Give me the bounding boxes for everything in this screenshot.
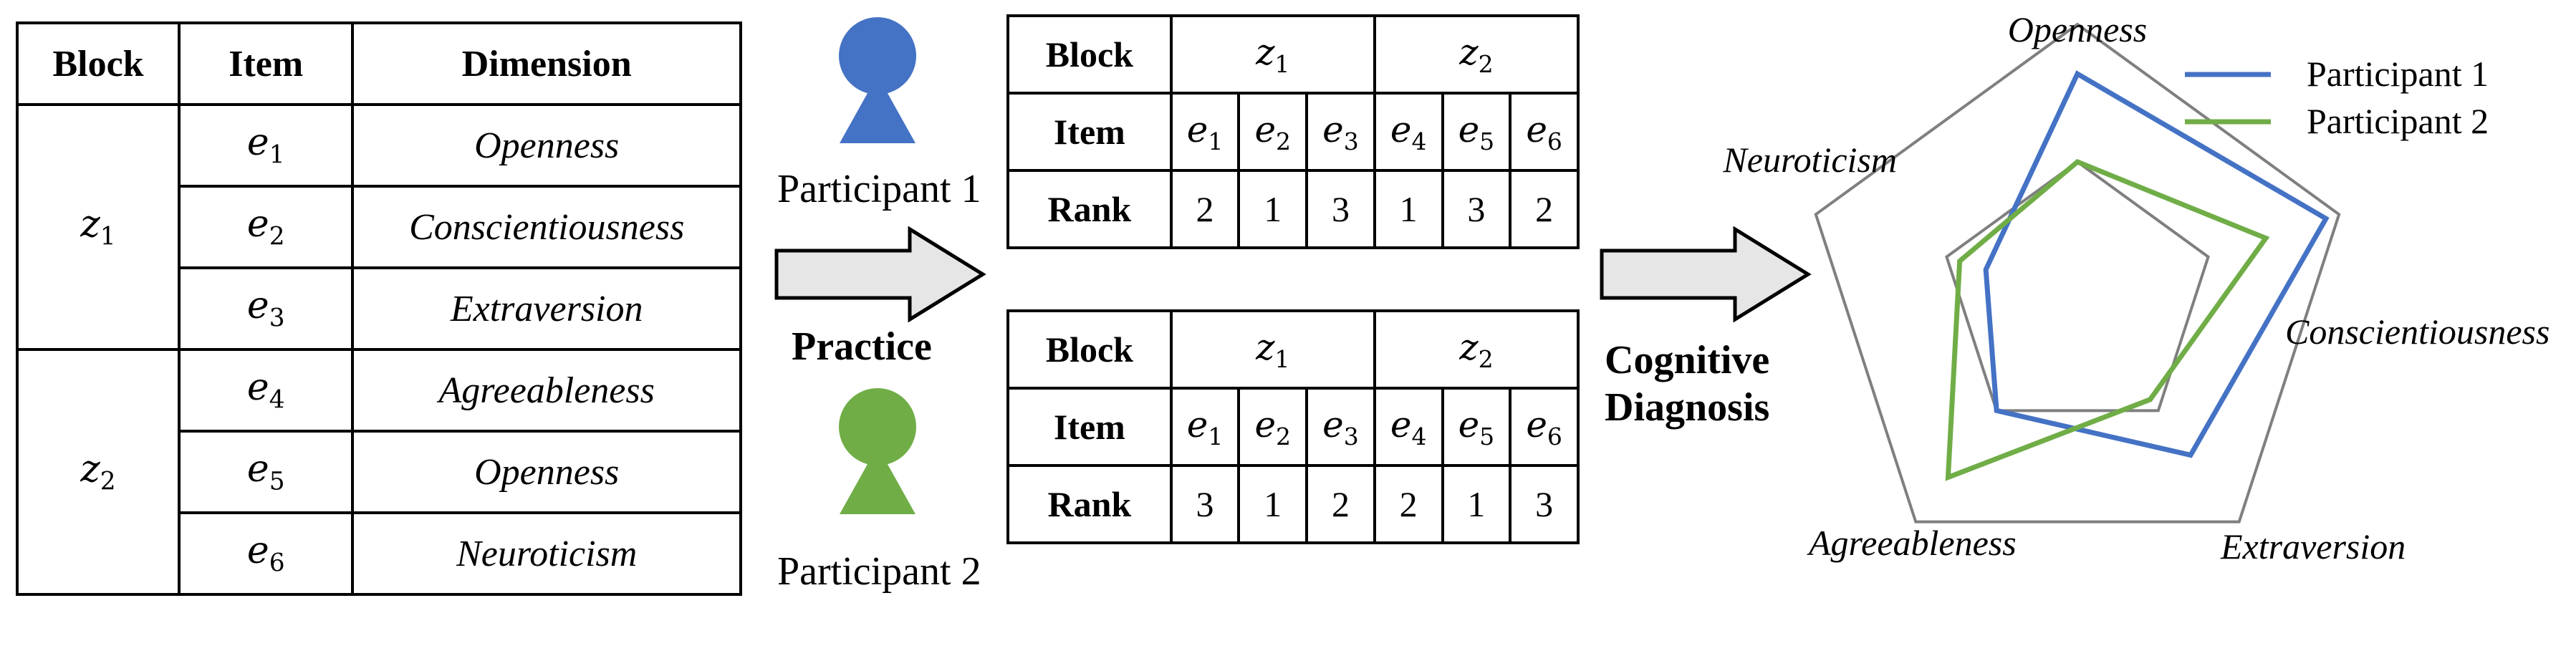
block-cell: z2 xyxy=(1373,309,1580,390)
dimension-cell: Openness xyxy=(351,430,742,514)
table-row: e3 Extraversion xyxy=(17,266,742,351)
header-block: Block xyxy=(15,21,181,106)
dimension-cell: Openness xyxy=(351,103,742,188)
rank-item-row: Item e1 e2 e3 e4 e5 e6 xyxy=(1006,387,1580,467)
participant-1-icon xyxy=(839,17,916,143)
cognitive-diagnosis-label: Cognitive Diagnosis xyxy=(1605,337,1769,431)
diagnosis-label-line-2: Diagnosis xyxy=(1605,385,1770,430)
item-cell: e4 xyxy=(178,348,355,433)
item-cell: e3 xyxy=(1305,92,1376,172)
rank-cell: 2 xyxy=(1169,169,1241,249)
radar-series-2 xyxy=(1945,158,2270,481)
block-label: Block xyxy=(1006,14,1173,95)
item-cell: e1 xyxy=(1169,92,1241,172)
rank-cell: 1 xyxy=(1237,464,1309,544)
rank-label: Rank xyxy=(1006,169,1173,249)
item-cell: e4 xyxy=(1373,92,1444,172)
block-cell: z2 xyxy=(15,348,181,596)
rank-item-row: Item e1 e2 e3 e4 e5 e6 xyxy=(1006,92,1580,172)
legend-label-2: Participant 2 xyxy=(2307,101,2489,141)
table-row: z1 e1 Openness xyxy=(15,103,742,351)
legend-label-1: Participant 1 xyxy=(2307,54,2489,94)
table-header-row: Block Item Dimension xyxy=(15,21,742,106)
radar-series-1 xyxy=(1983,70,2330,458)
item-cell: e6 xyxy=(1509,92,1580,172)
item-cell: e6 xyxy=(178,511,355,596)
block-cell: z2 xyxy=(1373,14,1580,95)
axis-label: Extraversion xyxy=(2220,526,2406,566)
rank-cell: 2 xyxy=(1373,464,1444,544)
item-cell: e6 xyxy=(1509,387,1580,467)
participant-2-icon xyxy=(839,388,916,514)
rank-cell: 3 xyxy=(1509,464,1580,544)
participant-2-rank-table: Block z1 z2 Item e1 e2 e3 e4 e5 e6 Rank … xyxy=(1006,309,1580,544)
table-row: e5 Openness xyxy=(17,430,742,514)
block-label: Block xyxy=(1006,309,1173,390)
participant-2-label: Participant 2 xyxy=(777,549,981,594)
rank-label: Rank xyxy=(1006,464,1173,544)
item-cell: e2 xyxy=(1237,92,1309,172)
block-cell: z1 xyxy=(1169,309,1376,390)
table-row: e2 Conscientiousness xyxy=(17,185,742,269)
rank-cell: 2 xyxy=(1509,169,1580,249)
item-label: Item xyxy=(1006,92,1173,172)
rank-cell: 1 xyxy=(1441,464,1512,544)
dimension-cell: Conscientiousness xyxy=(351,185,742,269)
table-row: e6 Neuroticism xyxy=(17,511,742,596)
item-cell: e4 xyxy=(1373,387,1444,467)
practice-arrow-icon xyxy=(774,226,986,322)
item-cell: e1 xyxy=(1169,387,1241,467)
axis-label: Agreeableness xyxy=(1807,523,2017,563)
rank-row: Rank 3 1 2 2 1 3 xyxy=(1006,464,1580,544)
participant-1-rank-table: Block z1 z2 Item e1 e2 e3 e4 e5 e6 Rank … xyxy=(1006,14,1580,249)
table-row: z2 e4 Agreeableness xyxy=(15,348,742,596)
participant-1-label: Participant 1 xyxy=(777,167,981,211)
rank-cell: 1 xyxy=(1237,169,1309,249)
diagnosis-label-line-1: Cognitive xyxy=(1605,338,1770,382)
item-cell: e5 xyxy=(178,430,355,514)
item-label: Item xyxy=(1006,387,1173,467)
dimension-cell: Agreeableness xyxy=(351,348,742,433)
item-cell: e2 xyxy=(178,185,355,269)
axis-label: Neuroticism xyxy=(1722,140,1897,180)
axis-label: Conscientiousness xyxy=(2285,312,2549,352)
item-cell: e2 xyxy=(1237,387,1309,467)
block-cell: z1 xyxy=(15,103,181,351)
radar-ring xyxy=(1945,160,2210,413)
header-item: Item xyxy=(178,21,355,106)
dimension-cell: Extraversion xyxy=(351,266,742,351)
rank-row: Rank 2 1 3 1 3 2 xyxy=(1006,169,1580,249)
item-cell: e3 xyxy=(1305,387,1376,467)
rank-cell: 3 xyxy=(1169,464,1241,544)
item-cell: e3 xyxy=(178,266,355,351)
axis-label: Openness xyxy=(2008,9,2147,49)
header-dimension: Dimension xyxy=(351,21,742,106)
rank-block-row: Block z1 z2 xyxy=(1006,14,1580,95)
rank-cell: 2 xyxy=(1305,464,1376,544)
radar-ring xyxy=(1814,22,2341,524)
rank-block-row: Block z1 z2 xyxy=(1006,309,1580,390)
diagnosis-arrow-icon xyxy=(1600,226,1812,322)
practice-label: Practice xyxy=(792,324,932,369)
block-cell: z1 xyxy=(1169,14,1376,95)
item-cell: e5 xyxy=(1441,92,1512,172)
item-cell: e1 xyxy=(178,103,355,188)
block-item-dimension-table: Block Item Dimension z1 e1 Openness e2 C… xyxy=(15,21,742,596)
rank-cell: 1 xyxy=(1373,169,1444,249)
rank-cell: 3 xyxy=(1441,169,1512,249)
dimension-cell: Neuroticism xyxy=(351,511,742,596)
rank-cell: 3 xyxy=(1305,169,1376,249)
item-cell: e5 xyxy=(1441,387,1512,467)
